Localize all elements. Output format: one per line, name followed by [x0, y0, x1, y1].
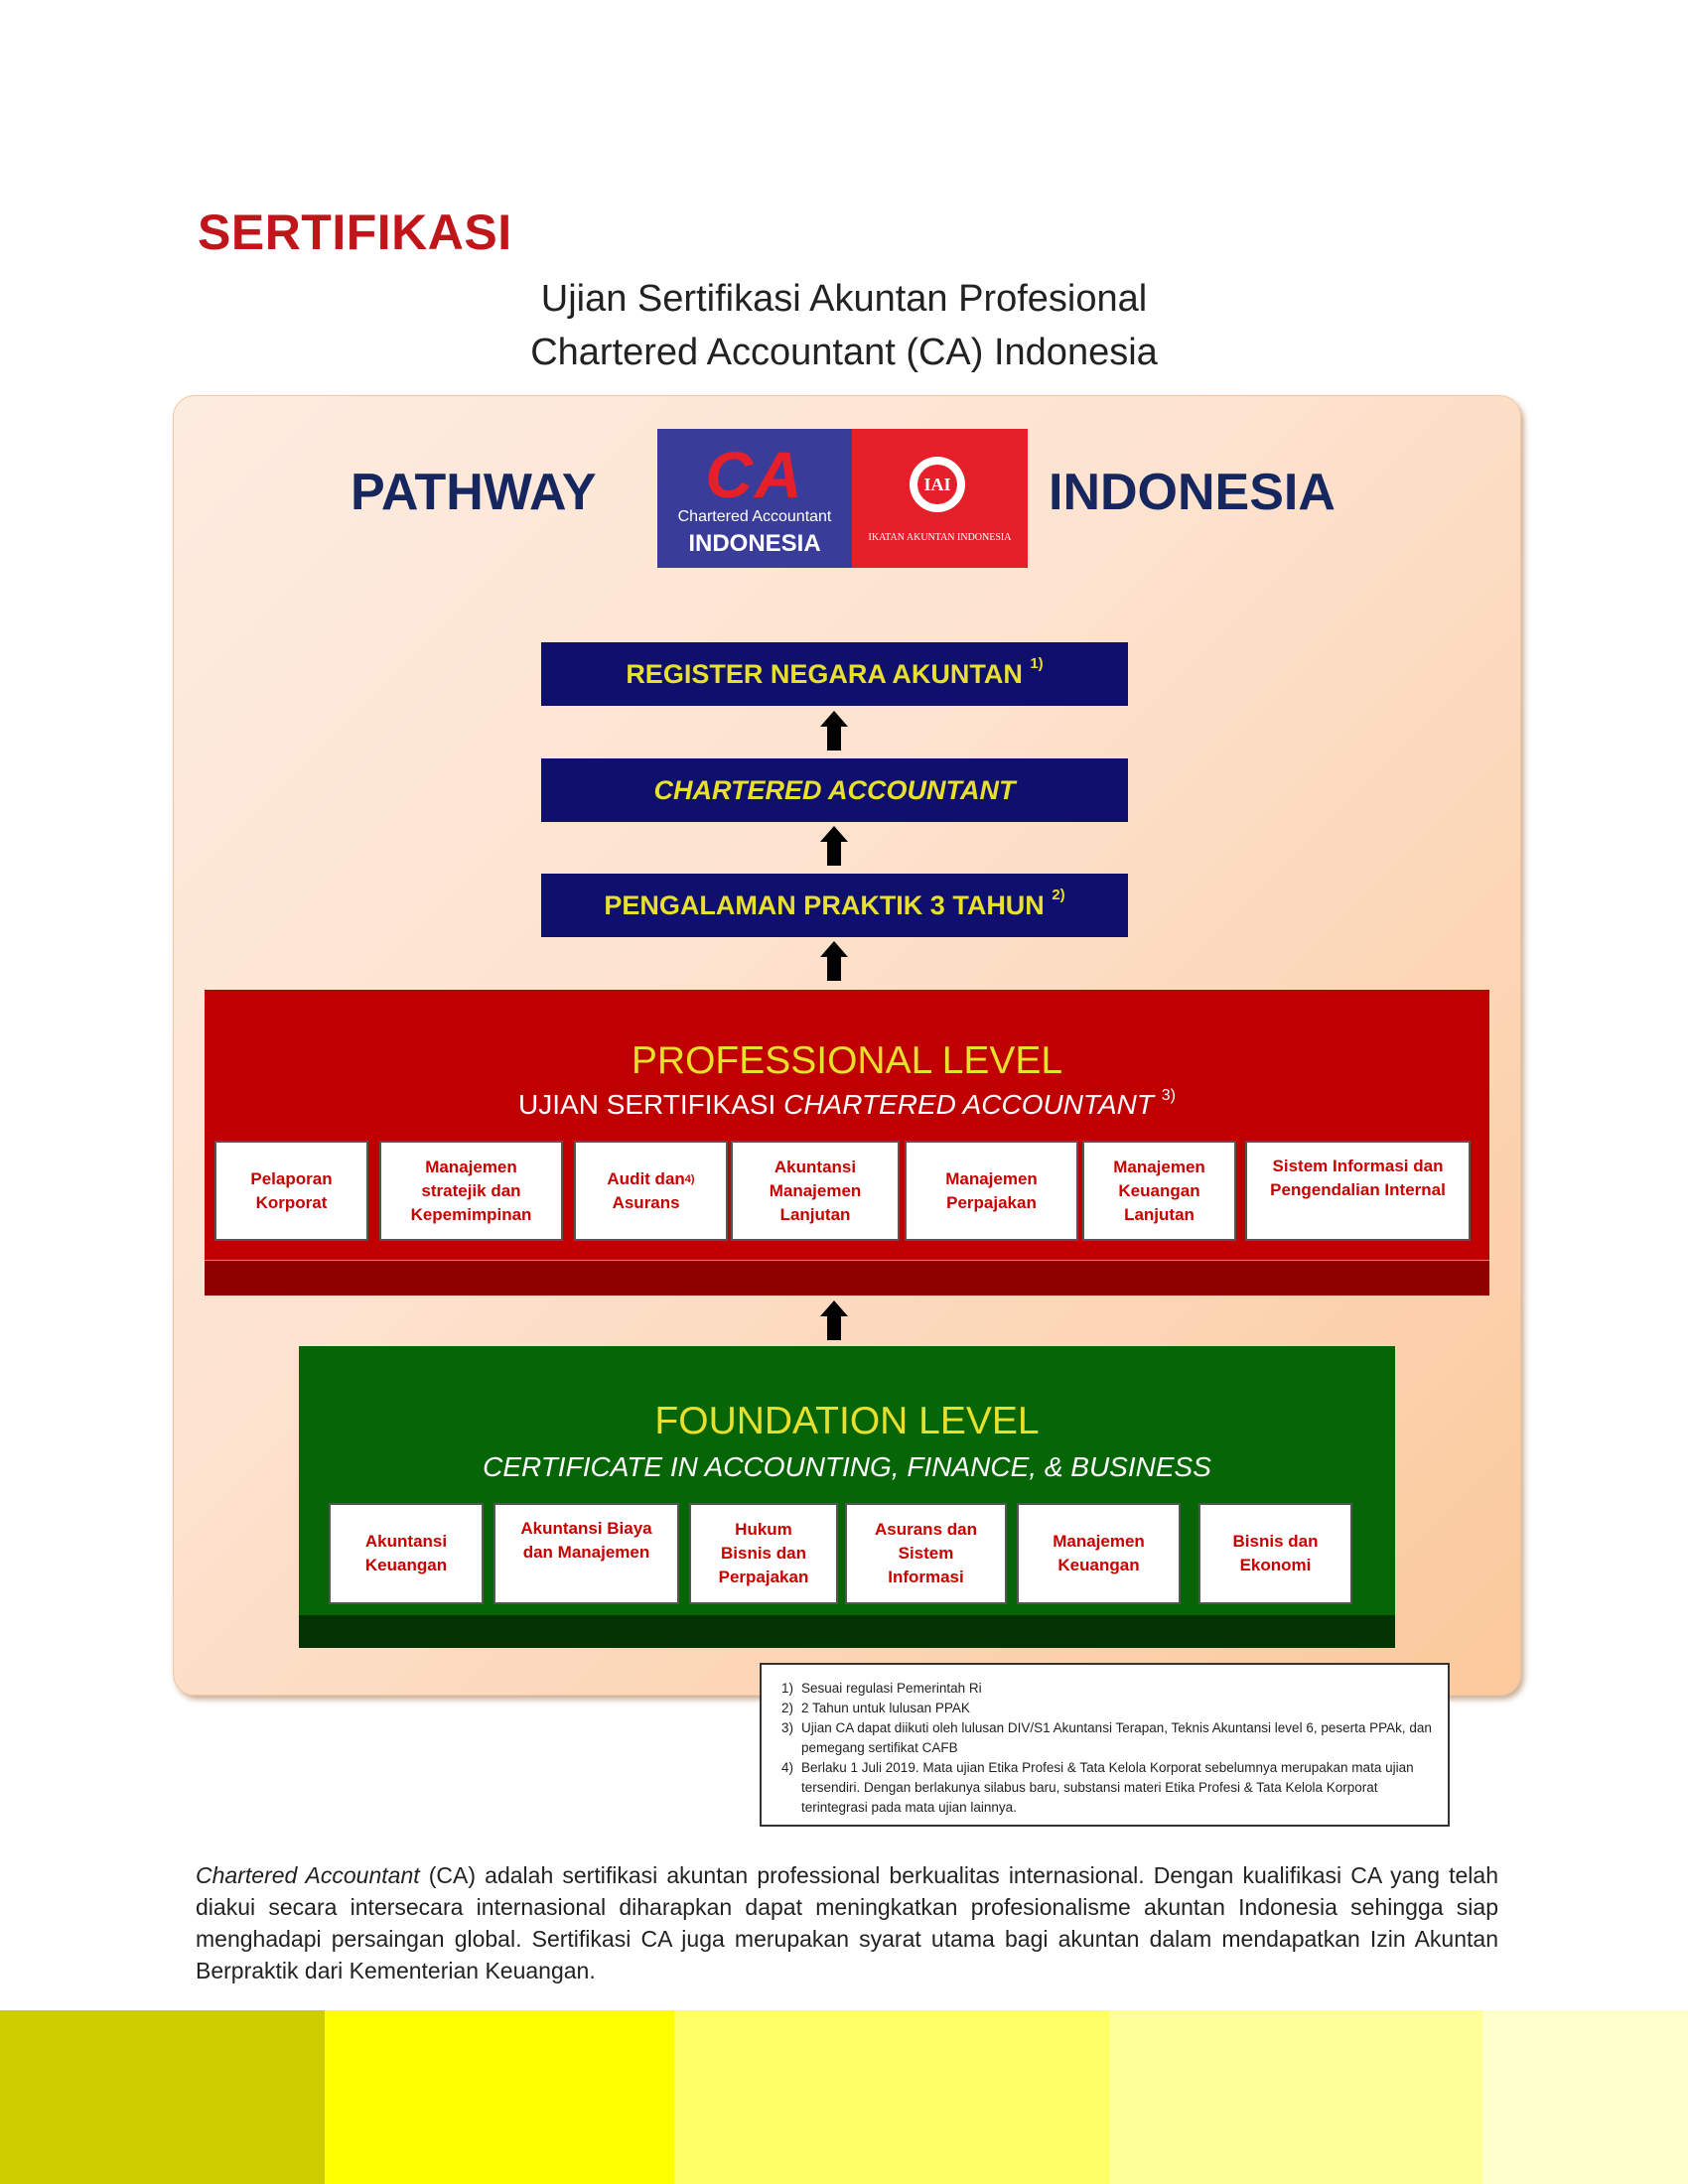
- indonesia-word: INDONESIA: [1049, 464, 1336, 521]
- color-band-4: [1109, 2010, 1482, 2184]
- iai-emblem-icon: IAI: [910, 457, 965, 512]
- professional-subject-card: Manajemen Keuangan Lanjutan: [1082, 1141, 1236, 1241]
- foundation-subject-card: Asurans dan Sistem Informasi: [845, 1503, 1007, 1604]
- professional-subtitle-italic: CHARTERED ACCOUNTANT: [783, 1089, 1154, 1120]
- footnote-item: 4) Berlaku 1 Juli 2019. Mata ujian Etika…: [781, 1758, 1438, 1818]
- step-pengalaman-praktik: PENGALAMAN PRAKTIK 3 TAHUN 2): [541, 874, 1128, 937]
- professional-subject-label: Audit dan Asurans: [607, 1168, 685, 1212]
- footnote-item: 1) Sesuai regulasi Pemerintah Ri: [781, 1679, 1438, 1699]
- color-band-2: [325, 2010, 674, 2184]
- footnote-text: Sesuai regulasi Pemerintah Ri: [801, 1681, 982, 1696]
- subtitle-line-1: Ujian Sertifikasi Akuntan Profesional: [540, 278, 1148, 320]
- step-chartered-accountant: CHARTERED ACCOUNTANT: [541, 758, 1128, 822]
- professional-subject-label: Manajemen stratejik dan Kepemimpinan: [410, 1157, 532, 1224]
- up-arrow-icon: [820, 941, 848, 981]
- ca-logo-country: INDONESIA: [688, 530, 821, 557]
- step-praktik-label: PENGALAMAN PRAKTIK 3 TAHUN: [604, 890, 1045, 920]
- professional-subject-card: Manajemen Perpajakan: [905, 1141, 1078, 1241]
- step-register-negara-akuntan: REGISTER NEGARA AKUNTAN 1): [541, 642, 1128, 706]
- ca-logo: CA Chartered Accountant INDONESIA: [657, 429, 852, 568]
- footnote-number: 4): [781, 1760, 794, 1775]
- body-italic-lead: Chartered Accountant: [196, 1862, 420, 1888]
- foundation-subject-label: Asurans dan Sistem Informasi: [875, 1520, 977, 1586]
- ca-iai-logo: CA Chartered Accountant INDONESIA IAI IK…: [657, 429, 1028, 568]
- step-register-label: REGISTER NEGARA AKUNTAN: [626, 659, 1023, 689]
- professional-subject-label: Manajemen Perpajakan: [945, 1168, 1038, 1212]
- professional-subject-label: Manajemen Keuangan Lanjutan: [1113, 1157, 1205, 1224]
- step-ca-label: CHARTERED ACCOUNTANT: [653, 775, 1016, 805]
- foundation-subject-card: Hukum Bisnis dan Perpajakan: [689, 1503, 838, 1604]
- footnote-marker-1: 1): [1030, 655, 1044, 672]
- professional-subject-card: Pelaporan Korporat: [214, 1141, 368, 1241]
- footnote-item: 2) 2 Tahun untuk lulusan PPAK: [781, 1699, 1438, 1718]
- professional-subtitle-prefix: UJIAN SERTIFIKASI: [518, 1089, 784, 1120]
- ca-logo-caption: Chartered Accountant: [677, 508, 832, 525]
- up-arrow-icon: [820, 1300, 848, 1340]
- professional-subject-card: Manajemen stratejik dan Kepemimpinan: [379, 1141, 563, 1241]
- iai-emblem-mark: IAI: [917, 465, 957, 504]
- iai-logo-text: IKATAN AKUNTAN INDONESIA: [868, 532, 1012, 543]
- professional-subject-label: Akuntansi Manajemen Lanjutan: [769, 1157, 862, 1224]
- professional-subject-label: Sistem Informasi dan Pengendalian Intern…: [1270, 1157, 1446, 1199]
- footnote-marker-2: 2): [1052, 887, 1065, 903]
- ca-logo-mark: CA: [705, 438, 804, 511]
- foundation-subject-card: Akuntansi Biaya dan Manajemen: [493, 1503, 679, 1604]
- footnote-text: Ujian CA dapat diikuti oleh lulusan DIV/…: [801, 1720, 1432, 1755]
- professional-level-block: PROFESSIONAL LEVEL UJIAN SERTIFIKASI CHA…: [205, 990, 1489, 1296]
- professional-subject-card: Audit dan Asurans 4): [574, 1141, 728, 1241]
- professional-level-subtitle: UJIAN SERTIFIKASI CHARTERED ACCOUNTANT 3…: [205, 1086, 1489, 1121]
- footnote-number: 3): [781, 1720, 794, 1735]
- pathway-word: PATHWAY: [351, 464, 597, 521]
- foundation-level-footer-strip: [299, 1615, 1395, 1648]
- professional-level-title: PROFESSIONAL LEVEL: [631, 1039, 1063, 1082]
- iai-logo: IAI IKATAN AKUNTAN INDONESIA: [852, 429, 1028, 568]
- foundation-subject-label: Hukum Bisnis dan Perpajakan: [718, 1520, 809, 1586]
- up-arrow-icon: [820, 711, 848, 751]
- page-heading: SERTIFIKASI: [198, 205, 512, 260]
- footnote-number: 2): [781, 1701, 794, 1715]
- body-text: (CA) adalah sertifikasi akuntan professi…: [196, 1862, 1498, 1983]
- color-band-5: [1482, 2010, 1688, 2184]
- footnote-text: 2 Tahun untuk lulusan PPAK: [801, 1701, 970, 1715]
- foundation-subject-label: Bisnis dan Ekonomi: [1232, 1532, 1319, 1574]
- foundation-subject-label: Manajemen Keuangan: [1053, 1532, 1145, 1574]
- professional-subject-card: Sistem Informasi dan Pengendalian Intern…: [1245, 1141, 1471, 1241]
- up-arrow-icon: [820, 826, 848, 866]
- footnotes-box: 1) Sesuai regulasi Pemerintah Ri 2) 2 Ta…: [760, 1663, 1450, 1827]
- foundation-level-block: FOUNDATION LEVEL CERTIFICATE IN ACCOUNTI…: [299, 1346, 1395, 1648]
- foundation-level-subtitle: CERTIFICATE IN ACCOUNTING, FINANCE, & BU…: [483, 1451, 1211, 1482]
- footnote-item: 3) Ujian CA dapat diikuti oleh lulusan D…: [781, 1718, 1438, 1758]
- subtitle-line-2: Chartered Accountant (CA) Indonesia: [530, 332, 1158, 373]
- footnote-marker-3: 3): [1161, 1086, 1176, 1104]
- foundation-subject-card: Akuntansi Keuangan: [329, 1503, 484, 1604]
- color-band-3: [674, 2010, 1109, 2184]
- professional-subject-card: Akuntansi Manajemen Lanjutan: [731, 1141, 900, 1241]
- professional-level-footer-strip: [205, 1260, 1489, 1296]
- footnote-number: 1): [781, 1681, 794, 1696]
- color-band-1: [0, 2010, 325, 2184]
- foundation-subject-label: Akuntansi Keuangan: [364, 1532, 448, 1574]
- foundation-level-title: FOUNDATION LEVEL: [654, 1400, 1040, 1442]
- foundation-subject-card: Manajemen Keuangan: [1017, 1503, 1181, 1604]
- professional-subject-label: Pelaporan Korporat: [250, 1168, 333, 1212]
- foundation-subject-card: Bisnis dan Ekonomi: [1198, 1503, 1352, 1604]
- footnote-marker-4: 4): [684, 1173, 695, 1185]
- footnote-text: Berlaku 1 Juli 2019. Mata ujian Etika Pr…: [801, 1760, 1414, 1815]
- foundation-subject-label: Akuntansi Biaya dan Manajemen: [520, 1519, 652, 1562]
- body-paragraph: Chartered Accountant (CA) adalah sertifi…: [196, 1859, 1498, 1986]
